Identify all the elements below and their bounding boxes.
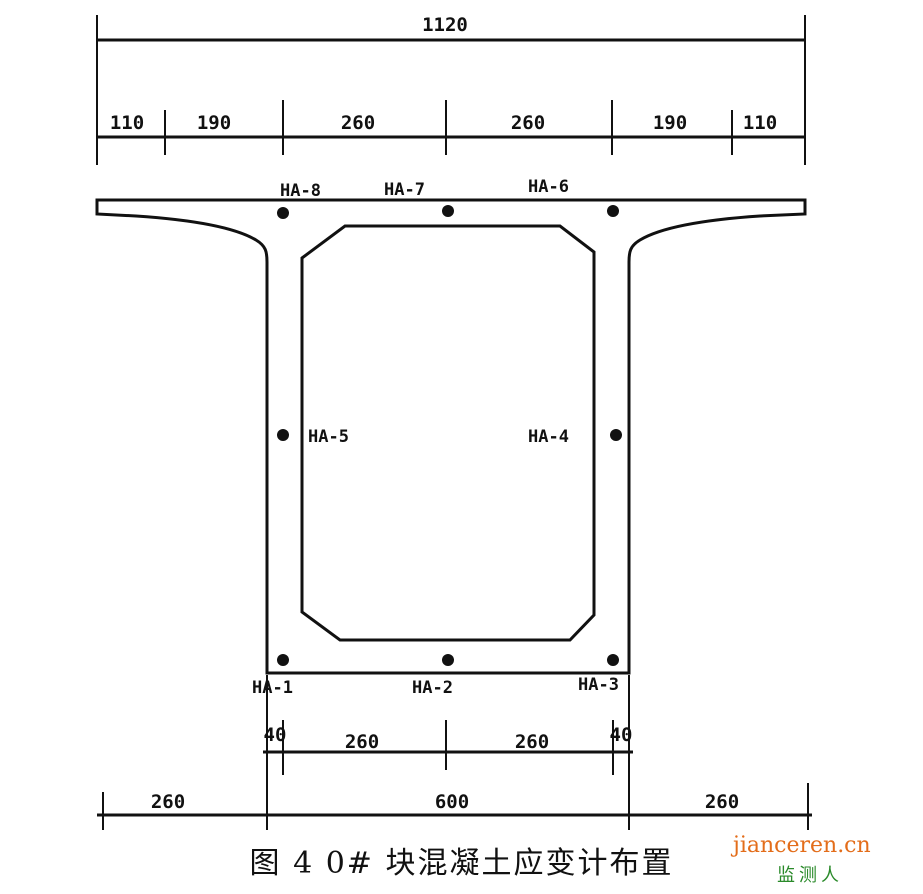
gauge-label-ha6: HA-6	[528, 177, 569, 197]
gauge-label-ha5: HA-5	[308, 427, 349, 447]
top-segment-dimensions: 110 190 260 260 190 110	[97, 100, 805, 155]
dim-top-seg-1: 110	[110, 112, 144, 134]
gauge-marker-ha3	[607, 654, 619, 666]
bottom-outer-dimensions: 260 600 260	[97, 783, 812, 830]
gauge-marker-ha1	[277, 654, 289, 666]
dim-inner-seg-2: 260	[345, 731, 379, 753]
gauge-label-ha1: HA-1	[252, 678, 293, 698]
gauge-label-ha8: HA-8	[280, 181, 321, 201]
gauge-marker-ha2	[442, 654, 454, 666]
dim-outer-seg-2: 600	[435, 791, 469, 813]
dim-inner-seg-1: 40	[264, 724, 287, 746]
gauge-marker-ha6	[607, 205, 619, 217]
gauge-label-ha2: HA-2	[412, 678, 453, 698]
dim-top-total: 1120	[422, 14, 468, 36]
gauge-marker-ha5	[277, 429, 289, 441]
gauge-marker-ha7	[442, 205, 454, 217]
bottom-inner-dimensions: 40 260 260 40	[263, 675, 633, 830]
watermark-logo: jianceren.cn	[733, 833, 871, 858]
top-total-dimension: 1120	[96, 14, 806, 165]
dim-top-seg-6: 110	[743, 112, 777, 134]
gauge-marker-ha4	[610, 429, 622, 441]
dim-top-seg-3: 260	[341, 112, 375, 134]
dim-top-seg-5: 190	[653, 112, 687, 134]
gauge-label-ha7: HA-7	[384, 180, 425, 200]
dim-inner-seg-4: 40	[610, 724, 633, 746]
watermark-subtext: 监测人	[777, 865, 843, 886]
dim-outer-seg-1: 260	[151, 791, 185, 813]
dim-top-seg-2: 190	[197, 112, 231, 134]
gauge-label-ha3: HA-3	[578, 675, 619, 695]
dim-outer-seg-3: 260	[705, 791, 739, 813]
box-girder-outline	[95, 198, 807, 675]
watermark: jianceren.cn 监测人	[733, 833, 883, 889]
strain-gauges: HA-8 HA-7 HA-6 HA-5 HA-4 HA-1 HA-2 HA-3	[252, 177, 622, 698]
dim-top-seg-4: 260	[511, 112, 545, 134]
dim-inner-seg-3: 260	[515, 731, 549, 753]
gauge-marker-ha8	[277, 207, 289, 219]
figure-caption: 图 4 0# 块混凝土应变计布置	[249, 846, 674, 881]
gauge-label-ha4: HA-4	[528, 427, 569, 447]
